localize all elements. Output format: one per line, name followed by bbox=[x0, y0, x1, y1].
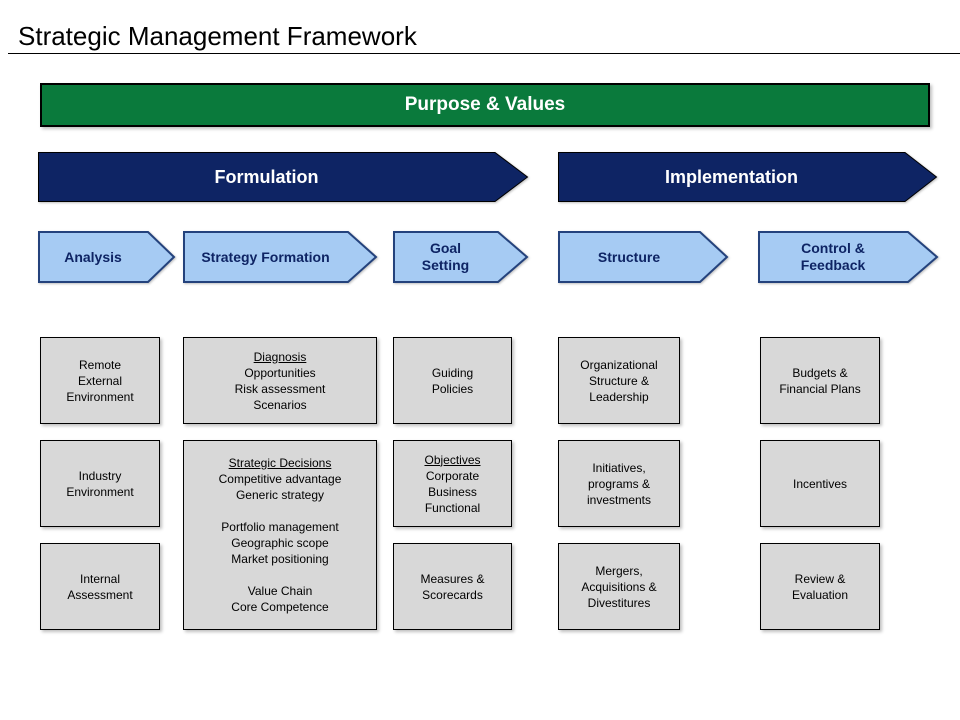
step-arrow-strategy-formation: Strategy Formation bbox=[183, 231, 378, 283]
arrow-shape bbox=[38, 231, 176, 283]
box-review-evaluation: Review &Evaluation bbox=[760, 543, 880, 630]
phase-label-formulation: Formulation bbox=[214, 166, 319, 187]
step-arrow-structure: Structure bbox=[558, 231, 729, 283]
arrow-shape bbox=[758, 231, 939, 283]
banner-label: Purpose & Values bbox=[404, 94, 566, 115]
box-budgets-financial-plans: Budgets &Financial Plans bbox=[760, 337, 880, 424]
title-divider bbox=[8, 53, 960, 54]
arrow-shape bbox=[183, 231, 378, 283]
step-arrow-control-feedback: Control &Feedback bbox=[758, 231, 939, 283]
arrow-shape bbox=[393, 231, 529, 283]
phase-arrow-formulation: Formulation bbox=[38, 152, 529, 202]
arrow-shape bbox=[558, 231, 729, 283]
step-label-structure: Structure bbox=[597, 248, 661, 265]
purpose-values-banner: Purpose & Values bbox=[40, 83, 930, 127]
phase-label-implementation: Implementation bbox=[664, 166, 798, 187]
arrow-shape bbox=[558, 152, 938, 202]
box-mergers-acquisitions-divestitures: Mergers,Acquisitions &Divestitures bbox=[558, 543, 680, 630]
step-arrow-analysis: Analysis bbox=[38, 231, 176, 283]
page-title: Strategic Management Framework bbox=[18, 21, 417, 51]
box-incentives: Incentives bbox=[760, 440, 880, 527]
step-label-control-feedback: Control &Feedback bbox=[800, 240, 866, 273]
step-label-analysis: Analysis bbox=[64, 248, 122, 265]
phase-arrow-implementation: Implementation bbox=[558, 152, 938, 202]
arrow-shape bbox=[38, 152, 529, 202]
step-label-strategy-formation: Strategy Formation bbox=[201, 248, 330, 265]
box-measures-scorecards: Measures &Scorecards bbox=[393, 543, 512, 630]
box-initiatives-programs-investments: Initiatives,programs &investments bbox=[558, 440, 680, 527]
